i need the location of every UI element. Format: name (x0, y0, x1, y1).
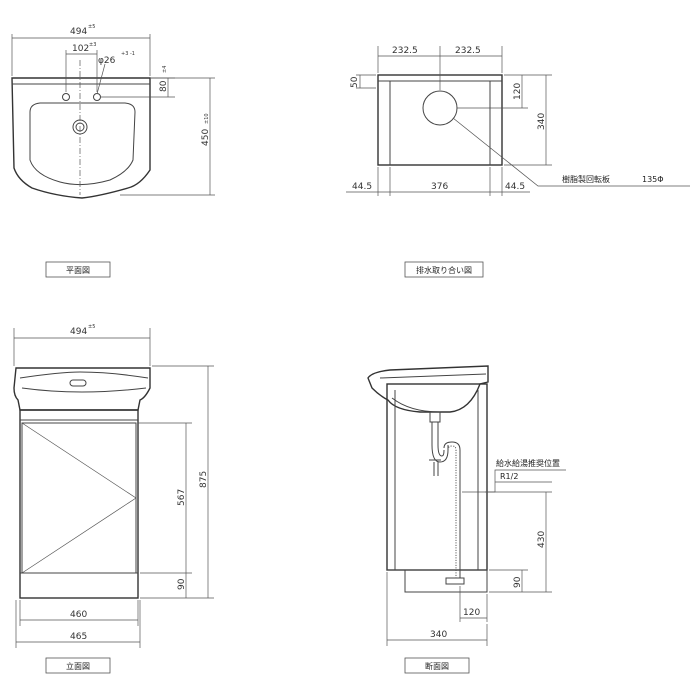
section-caption: 断面図 (425, 661, 449, 671)
section-leader-line (485, 469, 566, 493)
plan-hole-pitch-tol: ±3 (89, 42, 96, 48)
drain-leader-note: 樹脂製回転板 (562, 174, 610, 184)
plan-hole-dia-label: φ26 (98, 56, 116, 66)
plan-caption: 平面図 (66, 266, 90, 275)
drain-half-right-label: 232.5 (455, 46, 481, 56)
section-depth-label: 340 (430, 630, 447, 640)
elevation-plinth-label: 90 (177, 578, 187, 590)
elevation-cabinet-width-label: 460 (70, 610, 87, 620)
section-leader-note1: 給水給湯推奨位置 (496, 458, 560, 468)
plan-depth-hole-tol: ±4 (162, 66, 168, 73)
drain-side-left-label: 44.5 (352, 182, 372, 192)
plan-width-tol: ±5 (88, 24, 95, 30)
section-view: 給水給湯推奨位置 R1/2 430 90 120 340 断面図 (367, 365, 566, 674)
section-plinth (404, 569, 488, 593)
elevation-width-tol: ±5 (88, 324, 95, 330)
drain-leader-value: 135Φ (642, 175, 664, 184)
plan-basin-outline (11, 77, 151, 199)
plan-depth-label: 450 (201, 129, 211, 146)
elevation-door-swing (21, 422, 137, 574)
elevation-total-height-label: 875 (199, 471, 209, 488)
elevation-overflow (69, 379, 87, 387)
drain-half-left-label: 232.5 (392, 46, 418, 56)
plan-faucet-hole-right (93, 93, 101, 101)
elevation-view: 494 ±5 567 875 90 460 465 立面図 (13, 324, 214, 674)
drain-top-gap-label: 50 (350, 76, 360, 88)
drain-rotating-plate (422, 90, 458, 126)
elevation-caption-box (45, 657, 111, 674)
plan-view: 494 ±5 102 ±3 φ26 +3 -1 80 ±4 450 ±10 平面… (11, 24, 215, 278)
section-plinth-label: 90 (513, 576, 523, 588)
plan-caption-box (45, 261, 111, 278)
section-supply-hose (443, 441, 461, 578)
section-pipe-offset-label: 120 (463, 608, 480, 618)
drain-side-right-label: 44.5 (505, 182, 525, 192)
drain-leader-line (452, 117, 690, 187)
plan-depth-hole-label: 80 (159, 80, 169, 92)
plan-depth-tol: ±10 (204, 113, 210, 124)
elevation-cabinet (19, 409, 139, 599)
elevation-outer-width-label: 465 (70, 632, 87, 642)
section-basin-profile (367, 365, 489, 413)
section-drain-fitting (429, 411, 441, 423)
section-leader-note2: R1/2 (500, 472, 518, 481)
drain-caption: 排水取り合い図 (416, 265, 472, 275)
elevation-door-height-label: 567 (177, 489, 187, 506)
drain-depth-label: 340 (537, 113, 547, 130)
plan-faucet-hole-left (62, 93, 70, 101)
section-caption-box (404, 657, 470, 674)
drain-caption-box (404, 261, 484, 278)
plan-width-label: 494 (70, 27, 87, 37)
elevation-door (21, 422, 137, 574)
section-pipe-height-label: 430 (537, 531, 547, 548)
elevation-width-label: 494 (70, 327, 87, 337)
drain-inner-label: 376 (431, 182, 448, 192)
plan-hole-dia-tol: +3 -1 (121, 51, 135, 57)
plan-hole-pitch-label: 102 (72, 44, 89, 54)
drain-center-height-label: 120 (513, 83, 523, 100)
elevation-basin (13, 367, 151, 411)
elevation-caption: 立面図 (66, 661, 90, 671)
section-supply-fitting (445, 577, 465, 585)
plan-bowl-outline (29, 102, 136, 186)
drain-view: 232.5 232.5 50 120 340 44.5 376 44.5 樹脂製… (346, 46, 690, 278)
section-s-trap (431, 444, 449, 463)
